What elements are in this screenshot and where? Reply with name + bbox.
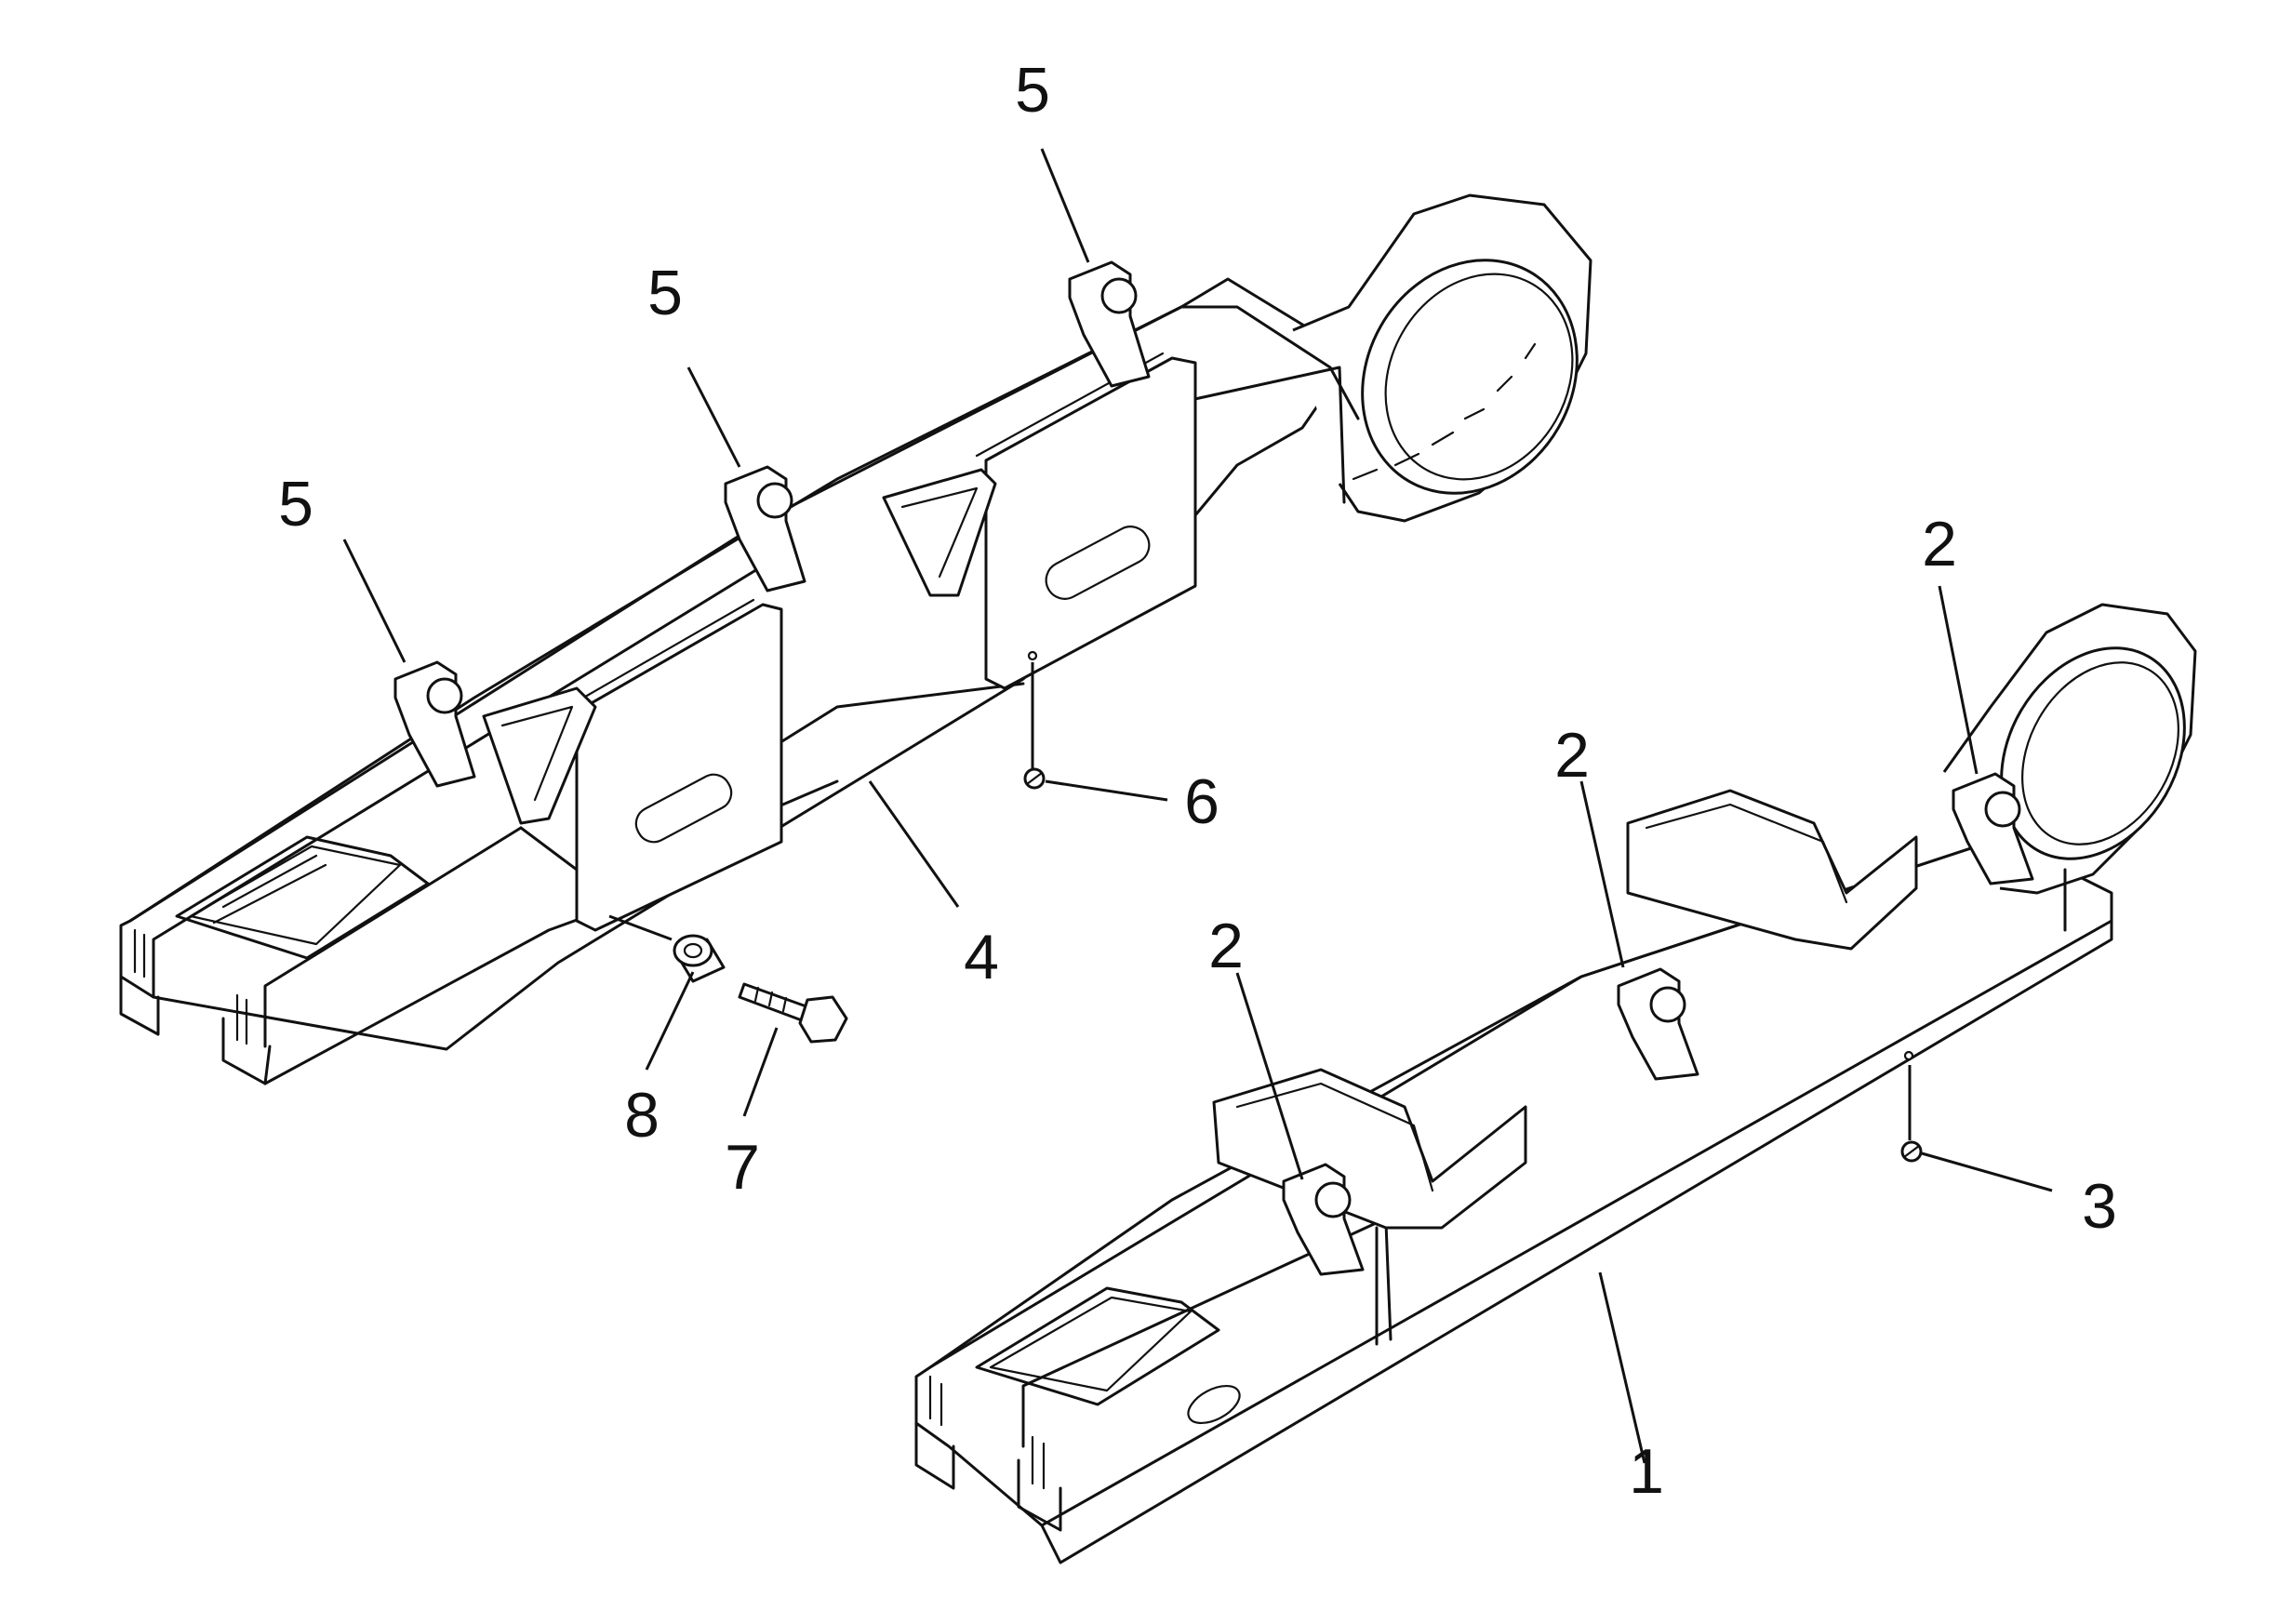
callout-5a: 5	[278, 469, 313, 539]
callout-1: 1	[1629, 1436, 1664, 1507]
bracket-5c	[1068, 260, 1151, 388]
leader-2a	[1235, 972, 1304, 1180]
leader-7	[742, 1027, 779, 1117]
upper-track-frame	[119, 193, 1592, 1085]
leader-5c	[1040, 148, 1090, 263]
bolt-part-7	[738, 982, 848, 1044]
leader-3	[1921, 1151, 2053, 1192]
leader-1	[1598, 1271, 1646, 1464]
callout-8: 8	[624, 1080, 660, 1151]
leader-4	[868, 780, 960, 908]
bracket-5a	[393, 660, 476, 788]
callout-3: 3	[2082, 1171, 2117, 1242]
callout-5c: 5	[1015, 55, 1050, 126]
bracket-5b	[724, 465, 806, 592]
callout-labels: 1 2 2 2 3 4 5 5 5 6 7 8	[278, 55, 2117, 1507]
lower-track-frame	[914, 603, 2197, 1564]
callout-4: 4	[964, 922, 999, 992]
bracket-2b	[1617, 967, 1699, 1081]
spacer-part-8	[673, 934, 726, 983]
leader-5a	[342, 539, 406, 663]
nipple-part-6	[1023, 767, 1046, 790]
bracket-2a	[1282, 1163, 1365, 1276]
callout-6: 6	[1184, 766, 1219, 837]
leader-2b	[1579, 780, 1625, 968]
leader-5b	[686, 366, 741, 468]
nipple-part-3	[1900, 1140, 1923, 1163]
callout-2c: 2	[1922, 509, 1957, 579]
callout-5b: 5	[647, 258, 683, 328]
callout-2b: 2	[1554, 720, 1590, 791]
callout-2a: 2	[1208, 911, 1244, 981]
callout-7: 7	[725, 1132, 760, 1203]
bracket-2c	[1952, 772, 2034, 885]
leader-8	[645, 971, 695, 1071]
leader-2c	[1938, 585, 1979, 775]
leader-6	[1045, 779, 1168, 802]
leader-lines	[342, 148, 2053, 1464]
leader-8-stub	[608, 914, 673, 941]
